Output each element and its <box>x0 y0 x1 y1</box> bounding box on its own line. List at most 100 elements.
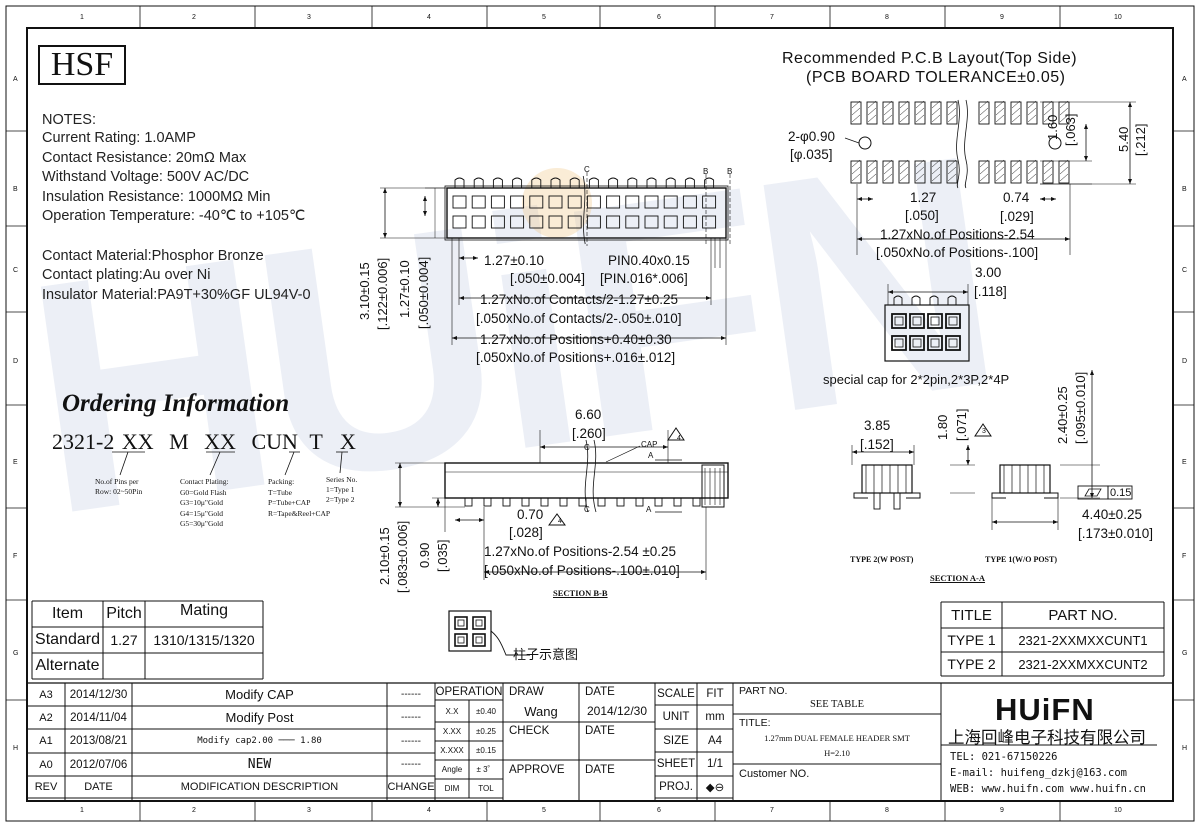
hole-dim-in: [φ.035] <box>790 147 833 162</box>
pcb-pad-top-hatch <box>899 100 909 109</box>
pcb-pad-bottom-hatch <box>979 166 989 175</box>
column-number: 2 <box>192 807 196 814</box>
pcb-pad-bottom <box>1042 160 1054 184</box>
pcb-pad-top-hatch <box>915 107 925 116</box>
company-name: 上海回峰电子科技有限公司 <box>948 729 1146 747</box>
section-b-b: SECTION B-B <box>553 588 608 598</box>
pcb-pad-bottom-hatch <box>1043 173 1053 182</box>
material-line: Insulator Material:PA9T+30%GF UL94V-0 <box>42 286 311 303</box>
pcb-pad-bottom-hatch <box>883 166 893 175</box>
column-number: 2 <box>192 14 196 21</box>
pcb-pad-bottom-hatch <box>851 166 861 175</box>
pcb-pad-bottom <box>882 160 894 184</box>
pcb-pad-bottom-hatch <box>883 159 893 168</box>
pcb-pitch-line-arrow <box>857 197 862 201</box>
row-letter: E <box>1182 459 1187 466</box>
side-view-pin <box>540 497 549 507</box>
tv-pin-in: [PIN.016*.006] <box>600 271 688 286</box>
material-line: Contact Material:Phosphor Bronze <box>42 247 264 264</box>
pcb-pad-bottom <box>1010 160 1022 184</box>
column-number: 10 <box>1114 14 1122 21</box>
pcb-pad-bottom-hatch <box>899 173 909 182</box>
pcb-pad-bottom-hatch <box>1027 173 1037 182</box>
pcb-pad-bottom <box>850 160 862 184</box>
company-tel: TEL: 021-67150226 <box>950 751 1058 763</box>
ordering-code: 2321-2 XX M XX CUN T X <box>52 429 356 455</box>
top-view-pin <box>608 177 619 188</box>
pcb-pad-top <box>898 101 910 125</box>
row-letter: C <box>13 267 19 274</box>
sv-height-in: [.083±0.006] <box>395 520 410 593</box>
side-view-pin <box>692 497 701 507</box>
side-view-pin <box>597 497 606 507</box>
top-view-socket <box>567 195 582 209</box>
top-view-pin <box>627 177 638 188</box>
column-number: 9 <box>1000 14 1004 21</box>
row-letter: A <box>13 76 18 83</box>
tv-positions-line-arrow <box>721 336 726 340</box>
mating-cell: Standard <box>35 631 100 648</box>
mating-cell: Alternate <box>35 657 100 674</box>
rev-description: Modify CAP <box>225 687 294 702</box>
mating-header: Pitch <box>106 605 142 622</box>
rev-code: A3 <box>39 688 53 701</box>
pcb-pad-bottom-hatch <box>995 173 1005 182</box>
note-line: Insulation Resistance: 1000MΩ Min <box>42 188 271 205</box>
pcb-pad-top <box>882 101 894 125</box>
rev-date: 2014/12/30 <box>69 688 128 701</box>
sa-w: 3.85 <box>864 418 891 433</box>
sv-post: 0.90 <box>417 542 432 568</box>
row-gap-dim-line-arrow <box>1084 124 1088 129</box>
top-view-socket <box>586 195 601 209</box>
top-view-socket <box>567 215 582 229</box>
tv-height-in: [.122±0.006] <box>375 257 390 330</box>
flatness-box <box>1107 485 1133 500</box>
sv-post-line-arrow <box>436 498 440 503</box>
warn-triangle <box>974 423 992 437</box>
top-view-socket <box>452 215 467 229</box>
company-brand: HUiFN <box>995 692 1095 727</box>
pcb-pad-top <box>978 101 990 125</box>
order-leader <box>119 451 129 476</box>
top-view-pin <box>569 177 580 188</box>
rev-header: REV <box>34 781 58 793</box>
post-diagram-socket <box>472 633 486 647</box>
top-view-pin <box>665 177 676 188</box>
cap-pin <box>893 295 903 305</box>
post-diagram-pin <box>457 636 465 644</box>
top-view-socket <box>606 195 621 209</box>
sa-h-line-arrow <box>966 460 970 465</box>
pcb-pad-top-hatch <box>979 107 989 116</box>
cap-socket <box>909 335 925 351</box>
pcb-pad-top-hatch <box>899 107 909 116</box>
column-number: 5 <box>542 14 546 21</box>
cap-pin <box>947 295 957 305</box>
pcb-pad-top <box>866 101 878 125</box>
pcb-pad-bottom <box>994 160 1006 184</box>
order-leader <box>209 451 221 476</box>
side-view-pin <box>464 497 473 507</box>
cap-width: 3.00 <box>975 265 1002 280</box>
pcb-pad-top <box>1026 101 1038 125</box>
tv-height: 3.10±0.15 <box>357 262 372 320</box>
cap-socket <box>945 313 961 329</box>
top-view-pin <box>704 177 715 188</box>
column-number: 8 <box>885 807 889 814</box>
tv-pitch-line-arrow <box>459 256 464 260</box>
tv-height-line-arrow <box>383 188 387 193</box>
cap-socket <box>945 335 961 351</box>
side-view-pin <box>616 497 625 507</box>
rev-date: 2012/07/06 <box>69 758 128 771</box>
break-line <box>592 439 597 513</box>
cap-socket <box>927 335 943 351</box>
mating-header: Item <box>51 605 84 622</box>
pcb-pad-top-hatch <box>1059 107 1069 116</box>
sa-length-line-arrow <box>992 520 997 524</box>
note-line: Contact Resistance: 20mΩ Max <box>42 149 247 166</box>
sv-height-line-arrow <box>398 463 402 468</box>
break-line <box>964 99 968 189</box>
tv-contacts-line-arrow <box>706 296 711 300</box>
tb-key: UNIT <box>662 711 690 723</box>
top-view-pin <box>646 177 657 188</box>
sa-w-line-arrow <box>909 450 914 454</box>
